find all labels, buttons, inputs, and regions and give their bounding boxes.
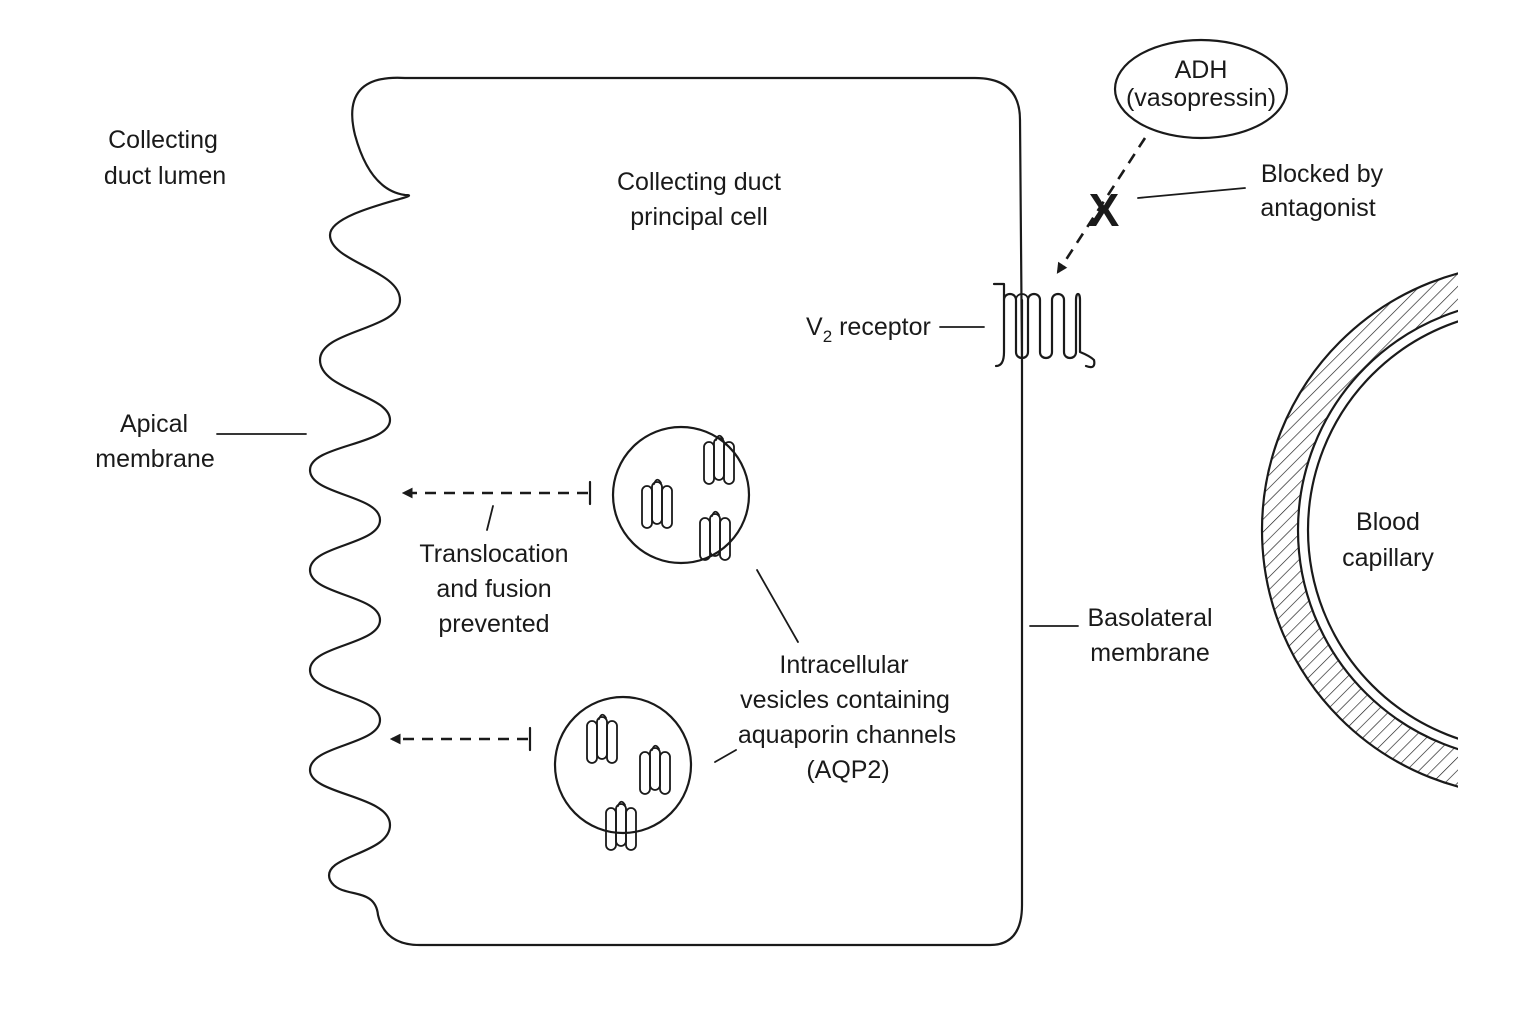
vesicle-leader-upper xyxy=(756,569,799,643)
adh-label-sub: (vasopressin) xyxy=(1126,84,1276,112)
v2-receptor-icon xyxy=(992,282,1096,369)
translocation-label-2: and fusion xyxy=(436,575,551,603)
aquaporin-icon xyxy=(703,434,735,485)
aquaporin-icon xyxy=(586,713,618,764)
adh-ellipse xyxy=(1113,38,1289,140)
vesicles-label: Intracellular xyxy=(779,651,908,679)
lumen-label: Collecting xyxy=(108,126,218,154)
translocation-label-3: prevented xyxy=(438,610,549,638)
cell-label: Collecting duct xyxy=(617,168,781,196)
vesicle-upper xyxy=(611,425,751,565)
aquaporin-icon xyxy=(605,800,637,851)
vesicles-label-3: aquaporin channels xyxy=(738,721,956,749)
block-mark-icon: X xyxy=(1089,184,1120,236)
translocation-leader-line xyxy=(486,505,494,531)
vesicle-leader-lower xyxy=(714,749,737,763)
apical-label-2: membrane xyxy=(95,445,215,473)
apical-label: Apical xyxy=(120,410,188,438)
vesicles-label-2: vesicles containing xyxy=(740,686,950,714)
lumen-label-2: duct lumen xyxy=(104,162,226,190)
receptor-label: V2 receptor xyxy=(806,313,931,346)
capillary-label-2: capillary xyxy=(1342,544,1434,572)
aquaporin-icon xyxy=(639,744,671,795)
blocked-label-2: antagonist xyxy=(1260,194,1375,222)
blocked-label: Blocked by xyxy=(1261,160,1384,188)
blood-capillary xyxy=(1260,272,1458,788)
cell-label-2: principal cell xyxy=(630,203,768,231)
principal-cell-outline xyxy=(308,76,1024,947)
capillary-label: Blood xyxy=(1356,508,1420,536)
basolateral-label: Basolateral xyxy=(1087,604,1212,632)
adh-label: ADH xyxy=(1175,56,1228,84)
vesicle-lower xyxy=(553,695,693,851)
vesicles-label-4: (AQP2) xyxy=(806,756,889,784)
blocked-leader-line xyxy=(1137,187,1246,199)
translocation-label: Translocation xyxy=(419,540,568,568)
basolateral-label-2: membrane xyxy=(1090,639,1210,667)
adh-signal-arrow xyxy=(1056,137,1147,274)
aquaporin-icon xyxy=(641,478,673,529)
